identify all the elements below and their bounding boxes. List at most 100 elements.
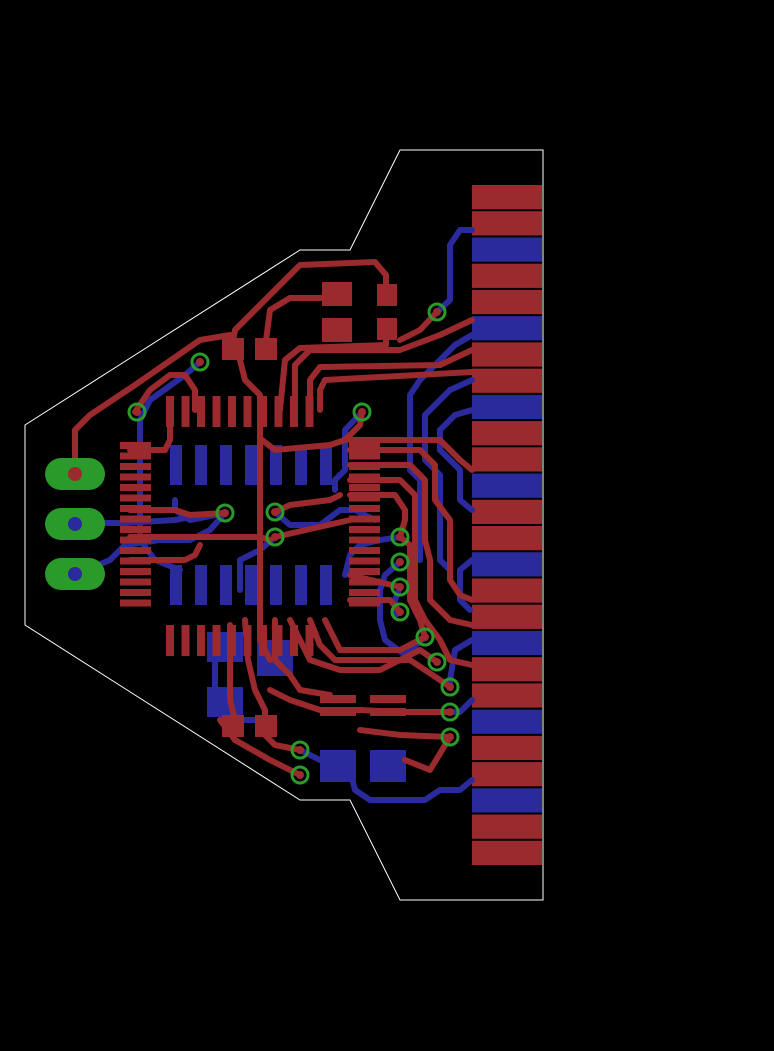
top-trace [272,517,353,540]
top-trace [307,617,453,690]
chip-pin [120,589,151,596]
edge-connector-finger [472,368,542,393]
chip-pin [120,526,151,533]
chip-pin [212,625,221,656]
via [290,765,310,785]
edge-connector-finger [472,526,542,551]
edge-connector-finger [472,709,542,734]
edge-connector-finger [472,840,542,865]
smd-pad [322,318,352,342]
via [390,577,410,597]
drill-hole [68,567,82,581]
chip-pin [120,452,151,460]
via [127,402,147,422]
chip-pin [120,557,151,565]
via-drill [133,408,141,416]
edge-connector-finger [472,578,542,603]
via-drill [421,633,429,641]
top-trace [127,507,228,518]
bottom-trace [434,227,475,315]
bottom-pad [320,565,332,605]
via [190,352,210,372]
chip-pin [349,515,380,523]
top-trace [229,259,389,351]
smd-pad [207,632,243,662]
edge-connector-finger [472,316,542,341]
via-drill [271,533,279,541]
chip-pin [349,536,380,544]
through-hole-connector [45,458,105,590]
chip-pin [243,396,252,427]
via [390,527,410,547]
chip-pin [349,589,380,596]
chip-pin [120,442,151,449]
chip-pin [274,625,283,656]
edge-connector-finger [472,552,542,577]
chip-pin [290,396,298,427]
edge-connector-finger [472,604,542,629]
chip-pin [120,547,151,554]
via-drill [396,583,404,591]
via [427,302,447,322]
bottom-pad [320,445,332,485]
chip-pin [274,396,283,427]
via-drill [433,658,441,666]
bottom-pad [245,565,257,605]
via [427,652,447,672]
chip-pin [181,396,190,427]
chip-pin [349,494,380,502]
smd-pad [207,687,243,717]
bottom-pad [270,565,282,605]
edge-connector-finger [472,263,542,288]
smd-pad [320,750,356,782]
smd-pad [370,695,406,703]
via [352,402,372,422]
board-outline [24,149,544,901]
edge-connector-finger [472,762,542,787]
smd-pad [320,695,356,703]
bottom-trace [437,407,475,513]
bottom-trace [237,534,278,593]
top-trace [322,617,428,653]
via-drill [396,533,404,541]
chip-pin [120,505,151,512]
chip-pin [349,568,380,575]
bottom-pad [220,445,232,485]
top-trace [347,462,475,628]
top-trace [347,437,475,473]
chip-pin [197,625,205,656]
edge-connector-finger [472,237,542,262]
bottom-trace [407,332,475,563]
chip-pin [305,396,314,427]
via-drill [358,408,366,416]
top-trace [317,369,475,413]
via-drill [446,733,454,741]
chip-pin [120,578,151,586]
top-trace [127,542,203,563]
smd-pad [320,708,356,716]
drill-hole [68,517,82,531]
via [415,627,435,647]
via [290,740,310,760]
via-drill [446,683,454,691]
via-drill [221,509,229,517]
chip-pin [305,625,314,656]
edge-connector-finger [472,342,542,367]
via [440,702,460,722]
smd-pad [222,715,244,737]
via [390,552,410,572]
via-drill [296,771,304,779]
bottom-pad [295,565,307,605]
via [440,727,460,747]
edge-connector-finger [472,185,542,210]
chip-pin [166,625,174,656]
via-drill [396,608,404,616]
via-drill [396,558,404,566]
right-chip-pins [349,442,380,607]
smd-pad [377,284,397,306]
smd-pad [370,750,406,782]
chip-pin [259,625,267,656]
chip-pin [290,625,298,656]
drill-hole [68,467,82,481]
